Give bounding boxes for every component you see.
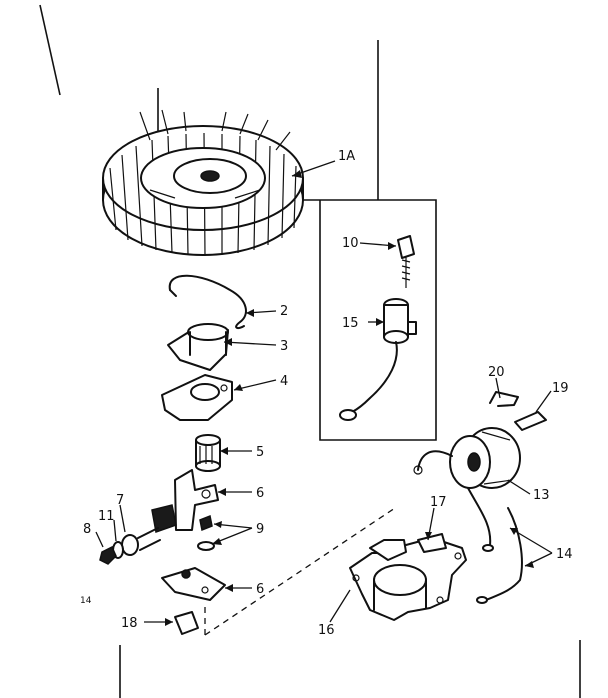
fasteners-part: [99, 514, 215, 565]
bracket-lower-part: [161, 567, 226, 601]
callout-8: 8: [83, 522, 91, 537]
flywheel-part: [102, 88, 304, 257]
callout-11: 11: [98, 509, 115, 524]
frame-lines: [39, 4, 581, 698]
block-part: [174, 611, 199, 635]
callout-14: 14: [556, 547, 573, 562]
callout-7: 7: [116, 493, 124, 508]
bracket-upper-part: [151, 469, 219, 533]
leads-part: [467, 487, 523, 604]
callout-15: 15: [342, 316, 359, 331]
callout-labels: 1A 2 3 4 5 6 7 8 9 10 11 13 14 14 15 16 …: [80, 149, 573, 638]
coil-part: [413, 427, 521, 489]
callout-3: 3: [280, 339, 288, 354]
spring-clip-part: [168, 274, 247, 330]
sleeve-part: [167, 323, 229, 371]
callout-10: 10: [342, 236, 359, 251]
condenser-part: [339, 235, 417, 421]
callout-13: 13: [533, 488, 550, 503]
callout-14-stray: 14: [80, 596, 92, 606]
plate-part: [161, 374, 233, 421]
arrowheads: [165, 170, 534, 626]
callout-9: 9: [256, 522, 264, 537]
callout-5: 5: [256, 445, 264, 460]
callout-16: 16: [318, 623, 335, 638]
callout-17: 17: [430, 495, 447, 510]
callout-6-upper: 6: [256, 486, 264, 501]
callout-19: 19: [552, 381, 569, 396]
clips-part: [489, 391, 547, 431]
callout-4: 4: [280, 374, 288, 389]
callout-18: 18: [121, 616, 138, 631]
housing-part: [349, 533, 467, 621]
callout-2: 2: [280, 304, 288, 319]
callout-20: 20: [488, 365, 505, 380]
callout-1a: 1A: [338, 149, 355, 164]
bushing-part: [195, 434, 221, 472]
callout-6-lower: 6: [256, 582, 264, 597]
